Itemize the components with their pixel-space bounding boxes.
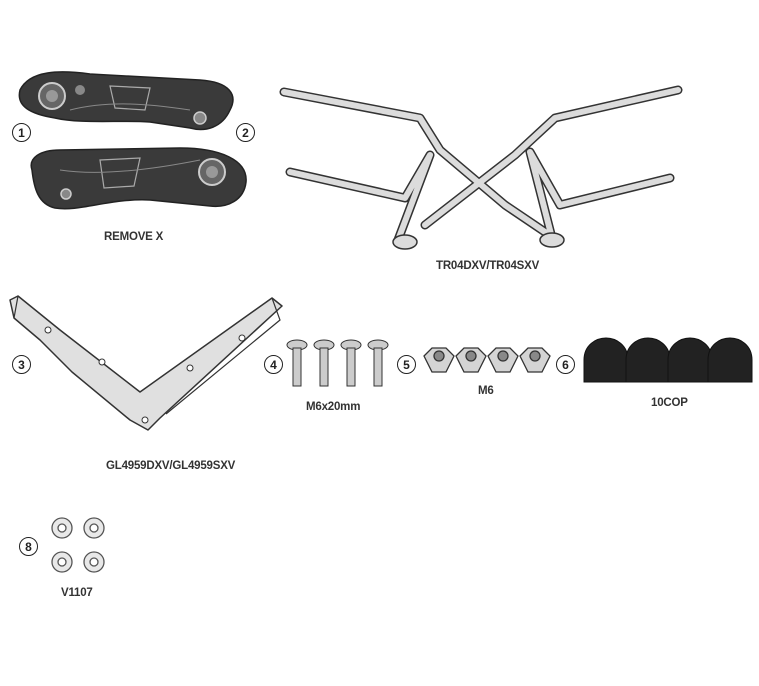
part-6-caps [583,337,753,383]
label-part-4: M6x20mm [306,401,361,413]
part-5-nuts [423,347,551,373]
label-part-8: V1107 [61,587,93,599]
badge-part-1: 1 [12,123,31,142]
badge-part-3: 3 [12,355,31,374]
part-8-grommets [51,517,105,573]
label-part-6: 10COP [651,397,688,409]
label-tube-frame: TR04DXV/TR04SXV [436,260,540,272]
badge-part-4: 4 [264,355,283,374]
badge-part-5: 5 [397,355,416,374]
label-part-1: REMOVE X [104,231,164,243]
part-1-cover-upper [18,71,234,131]
badge-part-6: 6 [556,355,575,374]
part-3-v-bracket [9,295,283,431]
label-part-5: M6 [478,385,494,397]
badge-part-2: 2 [236,123,255,142]
part-2-cover-lower [30,147,247,210]
tube-frame-tr04 [279,85,683,250]
part-4-bolts [286,339,389,387]
badge-part-8: 8 [19,537,38,556]
label-part-3: GL4959DXV/GL4959SXV [106,460,236,472]
